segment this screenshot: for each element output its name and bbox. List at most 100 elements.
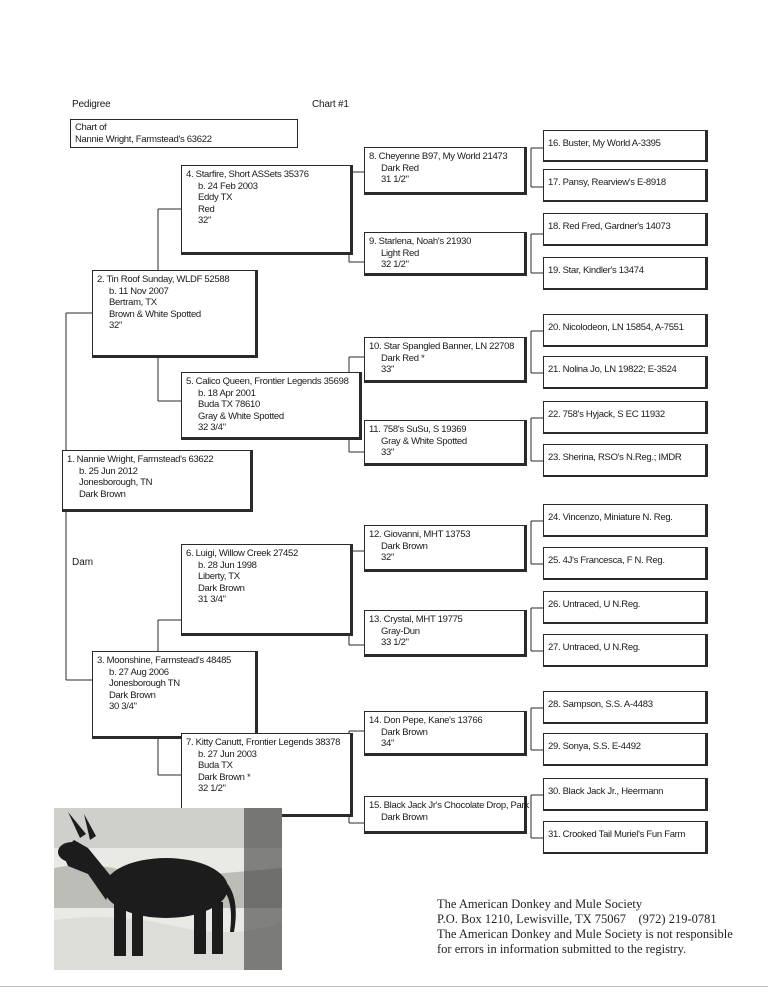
animal-box-8: 8. Cheyenne B97, My World 21473 Dark Red…	[364, 147, 527, 195]
animal-detail: 32 1/2"	[381, 259, 409, 270]
animal-name: 11. 758's SuSu, S 19369	[369, 424, 467, 435]
animal-detail: Jonesborough, TN	[79, 477, 153, 488]
great-grandparent-30: 30. Black Jack Jr., Heermann	[543, 778, 708, 811]
chart-of-label: Chart of	[75, 122, 107, 133]
great-grandparent-23: 23. Sherina, RSO's N.Reg.; IMDR	[543, 444, 708, 477]
great-grandparent-28: 28. Sampson, S.S. A-4483	[543, 691, 708, 724]
great-grandparent-22: 22. 758's Hyjack, S EC 11932	[543, 401, 708, 434]
animal-detail: b. 27 Jun 2003	[198, 748, 257, 760]
animal-detail: 33"	[381, 364, 395, 375]
animal-box-3: 3. Moonshine, Farmstead's 48485 b. 27 Au…	[92, 651, 258, 739]
animal-name: 7. Kitty Canutt, Frontier Legends 38378	[186, 737, 341, 748]
animal-detail: Dark Brown	[381, 540, 428, 552]
animal-detail: Light Red	[381, 247, 419, 259]
great-grandparent-20: 20. Nicolodeon, LN 15854, A-7551	[543, 314, 708, 347]
animal-box-11: 11. 758's SuSu, S 19369 Gray & White Spo…	[364, 420, 527, 466]
animal-box-9: 9. Starlena, Noah's 21930 Light Red 32 1…	[364, 232, 527, 276]
animal-name: 15. Black Jack Jr's Chocolate Drop, Park	[369, 800, 529, 811]
animal-detail: Brown & White Spotted	[109, 308, 201, 320]
great-grandparent-27: 27. Untraced, U N.Reg.	[543, 634, 708, 667]
animal-detail: 33"	[381, 447, 395, 458]
great-grandparent-29: 29. Sonya, S.S. E-4492	[543, 733, 708, 766]
great-grandparent-26: 26. Untraced, U N.Reg.	[543, 591, 708, 624]
animal-detail: 31 1/2"	[381, 174, 409, 185]
animal-box-14: 14. Don Pepe, Kane's 13766 Dark Brown 34…	[364, 711, 527, 756]
animal-name: 1. Nannie Wright, Farmstead's 63622	[67, 454, 214, 465]
animal-detail: Liberty, TX	[198, 571, 240, 582]
animal-box-6: 6. Luigi, Willow Creek 27452 b. 28 Jun 1…	[181, 544, 353, 636]
great-grandparent-24: 24. Vincenzo, Miniature N. Reg.	[543, 504, 708, 537]
pedigree-heading: Pedigree	[72, 99, 111, 110]
great-grandparent-18: 18. Red Fred, Gardner's 14073	[543, 213, 708, 246]
great-grandparent-16: 16. Buster, My World A-3395	[543, 130, 708, 162]
animal-detail: b. 27 Aug 2006	[109, 666, 169, 678]
animal-detail: Dark Brown	[79, 488, 126, 500]
animal-box-13: 13. Crystal, MHT 19775 Gray-Dun 33 1/2"	[364, 610, 527, 657]
animal-name: 4. Starfire, Short ASSets 35376	[186, 169, 309, 180]
animal-name: 3. Moonshine, Farmstead's 48485	[97, 655, 232, 666]
animal-detail: Eddy TX	[198, 192, 233, 203]
animal-detail: 32"	[198, 215, 212, 226]
animal-detail: Dark Red *	[381, 352, 425, 364]
animal-detail: Gray & White Spotted	[381, 435, 467, 447]
animal-detail: Dark Brown	[109, 689, 156, 701]
society-footer: The American Donkey and Mule Society P.O…	[437, 897, 733, 957]
animal-detail: Buda TX	[198, 760, 233, 771]
great-grandparent-25: 25. 4J's Francesca, F N. Reg.	[543, 547, 708, 580]
animal-detail: Dark Red	[381, 162, 419, 174]
animal-detail: b. 18 Apr 2001	[198, 387, 256, 399]
animal-name: 12. Giovanni, MHT 13753	[369, 529, 471, 540]
great-grandparent-19: 19. Star, Kindler's 13474	[543, 257, 708, 290]
animal-detail: Buda TX 78610	[198, 399, 260, 410]
chart-of-subject: Nannie Wright, Farmstead's 63622	[75, 133, 212, 145]
disclaimer-line-2: for errors in information submitted to t…	[437, 942, 687, 956]
animal-box-15: 15. Black Jack Jr's Chocolate Drop, Park…	[364, 796, 529, 834]
animal-box-10: 10. Star Spangled Banner, LN 22708 Dark …	[364, 337, 527, 383]
animal-name: 2. Tin Roof Sunday, WLDF 52588	[97, 274, 230, 285]
great-grandparent-21: 21. Nolina Jo, LN 19822; E-3524	[543, 356, 708, 389]
animal-detail: 31 3/4"	[198, 594, 226, 605]
animal-detail: Dark Brown	[198, 582, 245, 594]
animal-name: 6. Luigi, Willow Creek 27452	[186, 548, 298, 559]
animal-detail: b. 25 Jun 2012	[79, 465, 138, 477]
animal-detail: 30 3/4"	[109, 701, 137, 712]
animal-detail: 32 1/2"	[198, 783, 226, 794]
animal-detail: Dark Brown	[381, 726, 428, 738]
animal-detail: b. 24 Feb 2003	[198, 180, 258, 192]
great-grandparent-17: 17. Pansy, Rearview's E-8918	[543, 169, 708, 202]
animal-detail: Dark Brown *	[198, 771, 251, 783]
animal-box-12: 12. Giovanni, MHT 13753 Dark Brown 32"	[364, 525, 527, 572]
animal-box-5: 5. Calico Queen, Frontier Legends 35698 …	[181, 372, 362, 440]
animal-detail: Gray & White Spotted	[198, 410, 284, 422]
animal-name: 8. Cheyenne B97, My World 21473	[369, 151, 508, 162]
animal-detail: Jonesborough TN	[109, 678, 180, 689]
animal-detail: 32"	[109, 320, 123, 331]
chart-number: Chart #1	[312, 99, 349, 110]
animal-name: 14. Don Pepe, Kane's 13766	[369, 715, 483, 726]
great-grandparent-31: 31. Crooked Tail Muriel's Fun Farm	[543, 821, 708, 854]
animal-detail: 34"	[381, 738, 395, 749]
animal-name: 13. Crystal, MHT 19775	[369, 614, 463, 625]
donkey-photo	[54, 808, 282, 970]
animal-detail: Gray-Dun	[381, 625, 420, 637]
society-address: P.O. Box 1210, Lewisville, TX 75067 (972…	[437, 912, 717, 926]
animal-detail: Bertram, TX	[109, 297, 157, 308]
animal-detail: 32 3/4"	[198, 422, 226, 433]
animal-detail: 32"	[381, 552, 395, 563]
animal-box-4: 4. Starfire, Short ASSets 35376 b. 24 Fe…	[181, 165, 353, 255]
dam-label: Dam	[72, 557, 94, 568]
animal-detail: Dark Brown	[381, 811, 428, 823]
animal-name: 9. Starlena, Noah's 21930	[369, 236, 472, 247]
animal-name: 10. Star Spangled Banner, LN 22708	[369, 341, 515, 352]
disclaimer-line-1: The American Donkey and Mule Society is …	[437, 927, 733, 941]
animal-box-2: 2. Tin Roof Sunday, WLDF 52588 b. 11 Nov…	[92, 270, 258, 358]
animal-detail: b. 11 Nov 2007	[109, 285, 169, 297]
animal-name: 5. Calico Queen, Frontier Legends 35698	[186, 376, 349, 387]
animal-detail: b. 28 Jun 1998	[198, 559, 257, 571]
animal-box-7: 7. Kitty Canutt, Frontier Legends 38378 …	[181, 733, 353, 817]
chart-of-box: Chart of Nannie Wright, Farmstead's 6362…	[70, 119, 298, 148]
animal-box-1: 1. Nannie Wright, Farmstead's 63622 b. 2…	[62, 450, 253, 512]
animal-detail: 33 1/2"	[381, 637, 409, 648]
bottom-rule	[0, 986, 768, 987]
animal-detail: Red	[198, 203, 215, 215]
